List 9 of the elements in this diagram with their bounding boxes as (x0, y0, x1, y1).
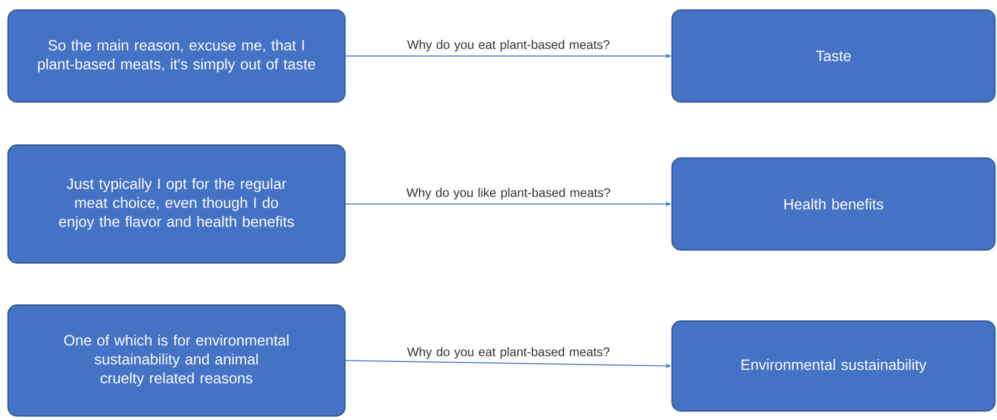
edge-label: Why do you eat plant-based meats? (407, 40, 610, 52)
process-box: Health benefits (671, 157, 996, 251)
process-box: Just typically I opt for the regular meat choice, even though I do enjoy the flavor and health benefits (7, 144, 346, 264)
process-box: Environmental sustainability (671, 320, 996, 412)
process-box: So the main reason, excuse me, that I plant-based meats, it's simply out of taste (7, 9, 346, 103)
edge-label: Why do you like plant-based meats? (406, 188, 610, 200)
process-box: One of which is for environmental sustainability and animal cruelty related reasons (7, 304, 346, 417)
edge-label: Why do you eat plant-based meats? (407, 347, 610, 359)
process-box: Taste (671, 9, 996, 103)
